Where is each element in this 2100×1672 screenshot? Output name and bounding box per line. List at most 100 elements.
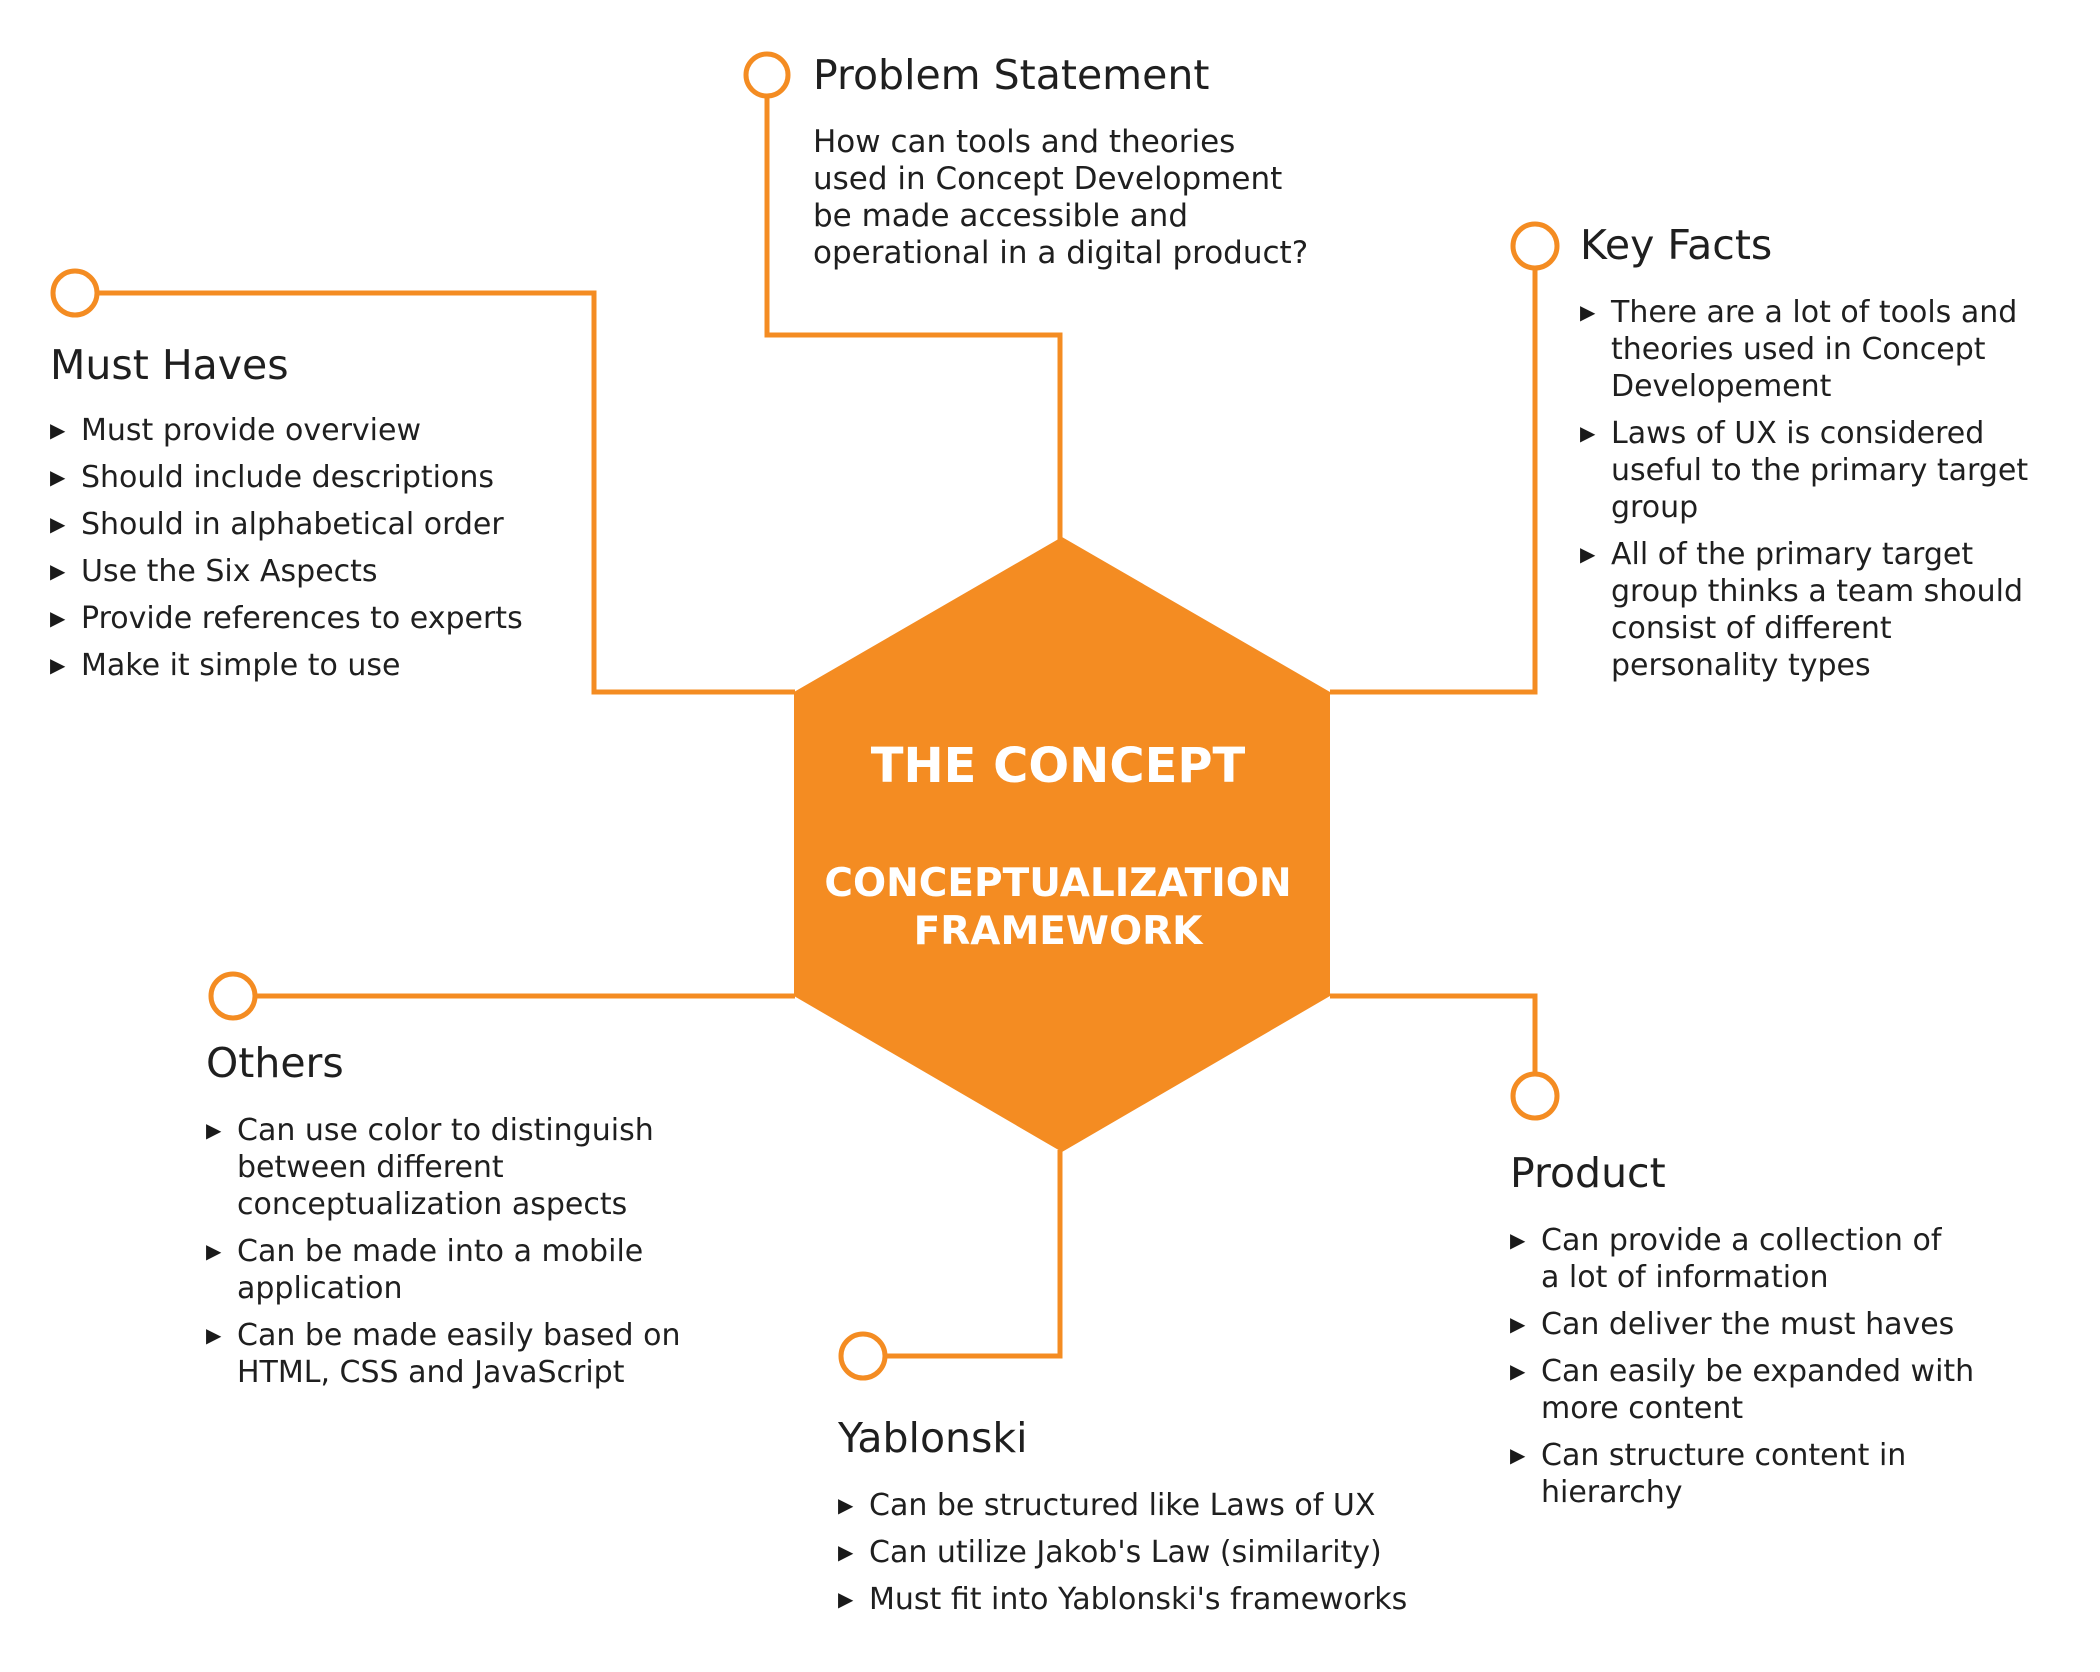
problem-statement-heading: Problem Statement [813, 51, 1210, 99]
triangle-bullet-icon: ▶ [1580, 542, 1596, 566]
triangle-bullet-icon: ▶ [1580, 421, 1596, 445]
must-haves-heading: Must Haves [50, 341, 289, 389]
list-item-text: consist of different [1611, 611, 1892, 646]
list-item-text: All of the primary target [1611, 537, 1974, 572]
problem-statement-section: Problem Statement How can tools and theo… [813, 50, 1308, 272]
must-haves-section: Must Haves ▶ Must provide overview ▶ Should… [50, 340, 523, 694]
center-subtitle-line2: FRAMEWORK [913, 909, 1203, 954]
triangle-bullet-icon: ▶ [206, 1323, 222, 1347]
others-heading: Others [206, 1039, 344, 1087]
list-item-text: personality types [1611, 648, 1871, 683]
triangle-bullet-icon: ▶ [838, 1540, 854, 1564]
triangle-bullet-icon: ▶ [50, 512, 66, 536]
list-item-text: Can be made easily based on [237, 1318, 681, 1353]
key-facts-heading: Key Facts [1580, 221, 1773, 269]
list-item: ▶ Can deliver the must haves [1510, 1306, 1974, 1343]
triangle-bullet-icon: ▶ [50, 606, 66, 630]
text-line: used in Concept Development [813, 161, 1283, 197]
list-item-text: Can structure content in [1541, 1438, 1907, 1473]
list-item-text: Make it simple to use [81, 648, 401, 683]
node-must-haves [50, 268, 100, 318]
yablonski-section: Yablonski ▶Can be structured like Laws o… [838, 1413, 1407, 1628]
list-item-text: Must provide overview [81, 413, 422, 448]
triangle-bullet-icon: ▶ [206, 1239, 222, 1263]
triangle-bullet-icon: ▶ [50, 653, 66, 677]
node-problem-statement [743, 51, 791, 99]
list-item-text: more content [1541, 1391, 1744, 1426]
list-item-text: theories used in Concept [1611, 332, 1986, 367]
triangle-bullet-icon: ▶ [1510, 1359, 1526, 1383]
list-item: ▶ Must provide overview [50, 412, 523, 449]
connector-product [1330, 993, 1538, 1073]
must-haves-list: ▶ Must provide overview ▶ Should include de… [50, 412, 523, 684]
list-item-text: Can use color to distinguish [237, 1113, 654, 1148]
triangle-bullet-icon: ▶ [1510, 1443, 1526, 1467]
node-key-facts [1510, 221, 1560, 271]
connector-problem-statement [764, 96, 1063, 540]
list-item: ▶ Provide references to experts [50, 600, 523, 637]
list-item-text: Can utilize Jakob's Law (similarity) [869, 1535, 1382, 1570]
list-item-text: Should include descriptions [81, 460, 494, 495]
yablonski-heading: Yablonski [838, 1414, 1028, 1462]
node-others [208, 971, 258, 1021]
connector-key-facts [1330, 268, 1538, 695]
list-item-text: Should in alphabetical order [81, 507, 504, 542]
triangle-bullet-icon: ▶ [1510, 1312, 1526, 1336]
list-item-text: between different [237, 1150, 504, 1185]
triangle-bullet-icon: ▶ [50, 418, 66, 442]
list-item-text: Provide references to experts [81, 601, 523, 636]
triangle-bullet-icon: ▶ [1510, 1228, 1526, 1252]
list-item: ▶ Can utilize Jakob's Law (similarity) [838, 1534, 1407, 1571]
node-product [1510, 1071, 1560, 1121]
yablonski-list: ▶Can be structured like Laws of UX▶Can u… [838, 1487, 1407, 1618]
text-line: How can tools and theories [813, 124, 1236, 160]
list-item-text: application [237, 1271, 403, 1306]
triangle-bullet-icon: ▶ [1580, 300, 1596, 324]
list-item-text: Can easily be expanded with [1541, 1354, 1975, 1389]
list-item-text: conceptualization aspects [237, 1187, 628, 1222]
list-item: ▶Can be structured like Laws of UX [838, 1487, 1407, 1524]
triangle-bullet-icon: ▶ [838, 1587, 854, 1611]
list-item: ▶ Should include descriptions [50, 459, 523, 496]
connector-yablonski [885, 1150, 1063, 1359]
center-hexagon [794, 537, 1330, 1152]
triangle-bullet-icon: ▶ [50, 559, 66, 583]
list-item: ▶ Make it simple to use [50, 647, 523, 684]
list-item-text: Laws of UX is considered [1611, 416, 1985, 451]
text-line: operational in a digital product? [813, 235, 1309, 271]
triangle-bullet-icon: ▶ [50, 465, 66, 489]
list-item-text: Can provide a collection of [1541, 1223, 1942, 1258]
list-item-text: group [1611, 490, 1699, 525]
connector-must-haves [99, 290, 795, 695]
triangle-bullet-icon: ▶ [206, 1118, 222, 1142]
list-item-text: Can be made into a mobile [237, 1234, 644, 1269]
list-item-text: Can be structured like Laws of UX [869, 1488, 1376, 1523]
list-item-text: a lot of information [1541, 1260, 1829, 1295]
text-line: be made accessible and [813, 198, 1189, 234]
list-item-text: Can deliver the must haves [1541, 1307, 1955, 1342]
product-heading: Product [1510, 1149, 1666, 1197]
list-item: ▶ Should in alphabetical order [50, 506, 523, 543]
center-title: THE CONCEPT [870, 738, 1246, 794]
list-item-text: HTML, CSS and JavaScript [237, 1355, 625, 1390]
list-item-text: group thinks a team should [1611, 574, 2024, 609]
list-item-text: Use the Six Aspects [81, 554, 378, 589]
list-item-text: There are a lot of tools and [1611, 295, 2018, 330]
list-item-text: useful to the primary target [1611, 453, 2029, 488]
